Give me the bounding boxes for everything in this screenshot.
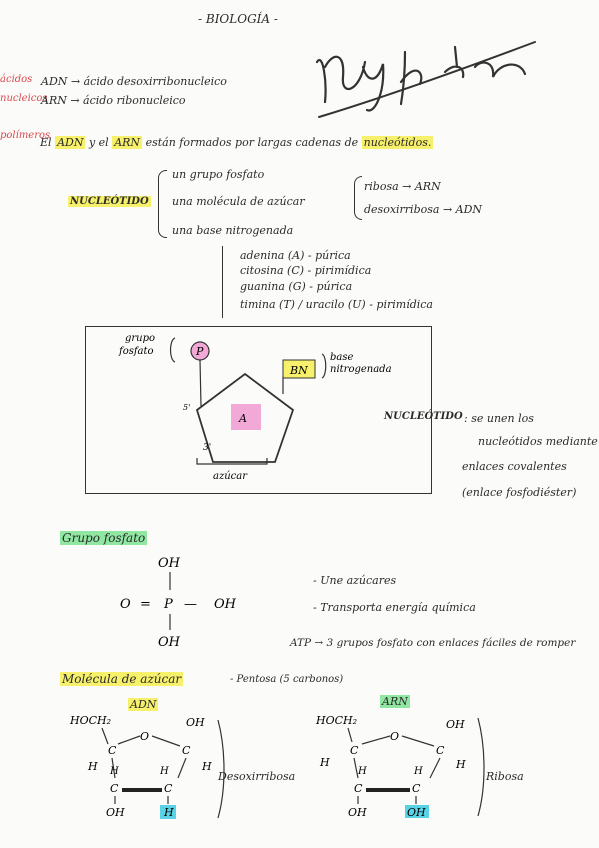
hydrogen-atom: H	[163, 806, 174, 819]
carbon-atom: C	[110, 782, 119, 795]
sugar-desoxirribosa: desoxirribosa → ADN	[364, 203, 483, 216]
hydrogen-atom: H	[201, 760, 212, 773]
grupo-fosfato-heading: Grupo fosfato	[60, 531, 148, 545]
nucleotide-diagram-drawing: grupo fosfato P A 5' 3' BN base nitrogen…	[118, 333, 392, 482]
grupo-fosfato-label: grupo	[125, 333, 155, 344]
ribosa-structure: HOCH₂ O OH C C H H H H C C OH OH	[315, 714, 485, 818]
hydrogen-atom: H	[87, 760, 98, 773]
phosphate-oh-right: OH	[214, 597, 237, 612]
phosphate-p-atom: P	[163, 597, 173, 612]
arn-label: ARN	[380, 695, 410, 708]
signature	[315, 41, 536, 118]
hoch2-group: HOCH₂	[315, 714, 357, 727]
base-guanina: guanina (G) - púrica	[240, 280, 353, 293]
ring-oxygen: O	[140, 730, 149, 743]
base-timina-uracilo: timina (T) / uracilo (U) - pirimídica	[240, 298, 433, 311]
carbon-atom: C	[350, 744, 359, 757]
base-nitrogenada-label: base	[330, 352, 353, 363]
component-azucar: una molécula de azúcar	[172, 195, 305, 208]
carbon-atom: C	[436, 744, 445, 757]
oh-group: OH	[407, 806, 426, 818]
carbon-5: 5'	[183, 403, 190, 412]
phosphate-note: - Transporta energía química	[313, 601, 476, 614]
definition-arn: ARN → ácido ribonucleico	[41, 94, 186, 107]
margin-note: polímeros	[0, 130, 51, 141]
nucleotide-diagram	[85, 326, 432, 494]
desoxirribosa-structure: HOCH₂ O OH C C H H H H C C OH H	[69, 714, 225, 819]
adenine-highlight	[231, 404, 261, 430]
definition-adn: ADN → ácido desoxirribonucleico	[41, 75, 227, 88]
carbon-atom: C	[108, 744, 117, 757]
nucleotido-label: NUCLEÓTIDO	[68, 196, 151, 207]
grupo-fosfato-label: fosfato	[118, 346, 154, 357]
oh-highlight	[405, 805, 429, 818]
margin-note: ácidos	[0, 74, 33, 85]
base-bn: BN	[289, 364, 308, 377]
ring-oxygen: O	[390, 730, 399, 743]
oh-group: OH	[186, 716, 205, 729]
carbon-atom: C	[182, 744, 191, 757]
hydrogen-atom: H	[455, 758, 466, 771]
bases-bracket	[222, 246, 223, 318]
margin-note: nucleicos	[0, 93, 48, 104]
note-line: enlaces covalentes	[462, 460, 567, 473]
note-nucleotido-label: NUCLEÓTIDO	[384, 411, 463, 422]
page-title: - BIOLOGÍA -	[198, 12, 278, 26]
sugars-brace	[354, 176, 362, 220]
base-adenina: adenina (A) - púrica	[240, 249, 351, 262]
phosphate-o: O	[120, 597, 131, 612]
hydrogen-atom: H	[319, 756, 330, 769]
component-fosfato: un grupo fosfato	[172, 168, 265, 181]
pentose-ring	[195, 372, 295, 463]
arn-highlight: ARN	[112, 136, 143, 149]
oh-group: OH	[106, 806, 125, 819]
hydrogen-atom: H	[357, 766, 367, 777]
carbon-atom: C	[164, 782, 173, 795]
carbon-atom: C	[354, 782, 363, 795]
phosphate-oh-top: OH	[158, 556, 181, 571]
note-line: : se unen los	[464, 412, 534, 425]
hydrogen-atom: H	[109, 766, 119, 777]
base-box	[282, 359, 316, 379]
sugar-ribosa: ribosa → ARN	[364, 180, 441, 193]
hoch2-group: HOCH₂	[69, 714, 111, 727]
azucar-heading: Molécula de azúcar	[60, 672, 184, 686]
desoxirribosa-label: Desoxirribosa	[218, 770, 296, 783]
base-citosina: citosina (C) - pirimídica	[240, 264, 372, 277]
base-nitrogenada-label: nitrogenada	[330, 364, 392, 375]
phosphate-double-bond: =	[140, 597, 151, 612]
nucleotidos-highlight: nucleótidos.	[361, 136, 434, 149]
note-line: nucleótidos mediante	[478, 435, 598, 448]
carbon-atom: C	[412, 782, 421, 795]
phosphate-bond: —	[184, 597, 197, 612]
carbon-3: 3'	[203, 443, 211, 453]
intro-sentence: El ADN y el ARN están formados por larga…	[40, 136, 434, 149]
hydrogen-atom: H	[413, 766, 423, 777]
azucar-label: azúcar	[213, 471, 248, 482]
h-highlight	[160, 805, 176, 819]
oh-group: OH	[446, 718, 465, 731]
pentosa-note: - Pentosa (5 carbonos)	[230, 674, 344, 685]
phosphate-oh-bottom: OH	[158, 635, 181, 650]
component-base: una base nitrogenada	[172, 224, 294, 237]
phosphate-p: P	[195, 345, 204, 358]
components-brace	[158, 170, 167, 238]
oh-group: OH	[348, 806, 367, 818]
adn-highlight: ADN	[55, 136, 86, 149]
adenine-letter: A	[238, 412, 247, 425]
hydrogen-atom: H	[159, 766, 169, 777]
adn-label: ADN	[128, 698, 159, 711]
phosphate-note: - Une azúcares	[313, 574, 397, 587]
atp-note: ATP → 3 grupos fosfato con enlaces fácil…	[290, 637, 576, 649]
phosphate-structure: OH O = P — OH OH	[120, 556, 237, 650]
note-line: (enlace fosfodiéster)	[462, 486, 577, 499]
ribosa-label: Ribosa	[486, 770, 524, 783]
